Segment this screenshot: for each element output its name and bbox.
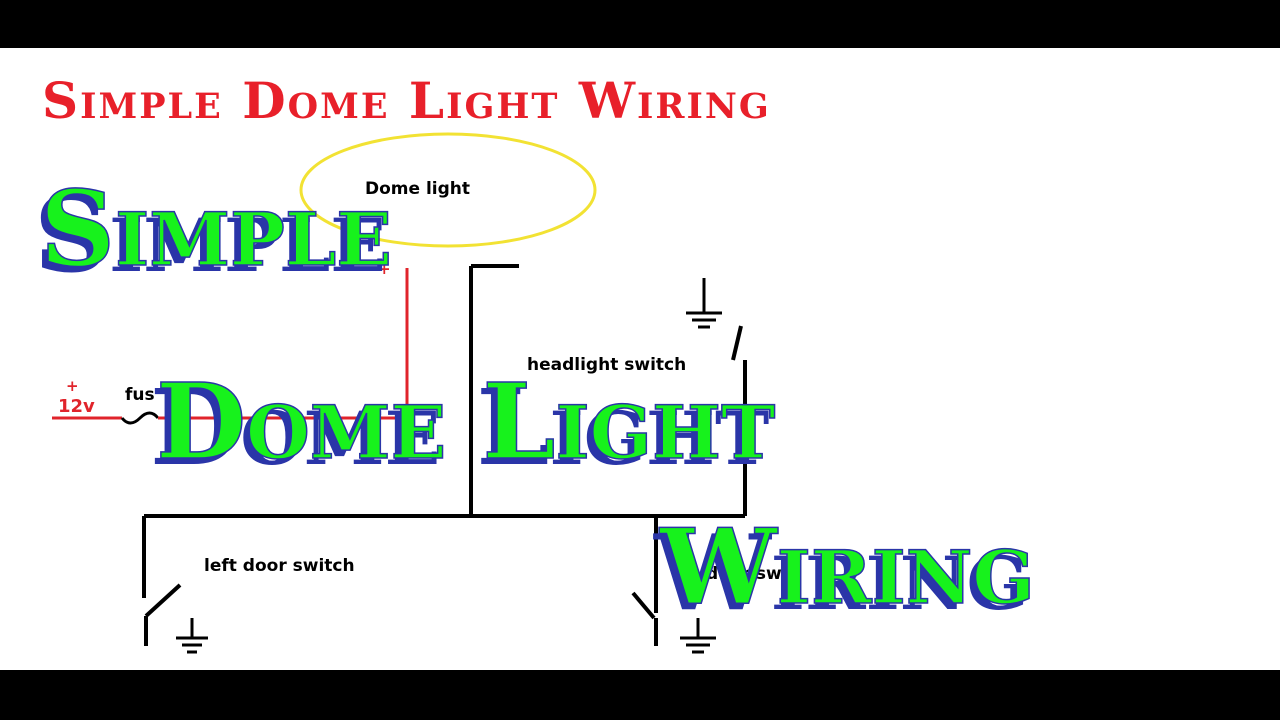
diagram-title: Simple Dome Light Wiring	[42, 71, 771, 130]
dome-light-label: Dome light	[365, 179, 470, 199]
power-wires	[52, 268, 409, 425]
dome-light-highlight	[299, 132, 597, 248]
ground-symbol-left-door	[176, 618, 208, 654]
power-plus-label: +	[66, 377, 79, 395]
ground-wires	[142, 264, 747, 646]
overlay-line3: Wiring	[659, 505, 1035, 628]
left-door-switch-label: left door switch	[204, 556, 355, 576]
voltage-label: 12v	[58, 396, 95, 417]
right-door-switch-label: door swit	[706, 564, 796, 584]
overlay-line2-shadow: Dome Light	[150, 366, 769, 489]
overlay-line3-shadow: Wiring	[653, 511, 1029, 634]
overlay-line1: Simple	[40, 167, 392, 290]
headlight-switch-lever	[731, 325, 743, 361]
dome-plus-label: +	[378, 260, 391, 278]
headlight-switch-label: headlight switch	[527, 355, 686, 375]
fuse-label: fus	[125, 385, 155, 405]
overlay-line2: Dome Light	[156, 360, 775, 483]
left-door-switch-lever	[144, 583, 182, 618]
ground-symbol-right-door	[680, 618, 716, 654]
fuse-symbol	[120, 411, 160, 425]
diagram-canvas: Dome light + + 12v fus headlight switch …	[0, 48, 1280, 670]
overlay-line1-shadow: Simple	[34, 173, 386, 296]
ground-symbol-headlight	[686, 278, 722, 329]
right-door-switch-lever	[631, 591, 656, 620]
wiring-diagram: Dome light + + 12v fus headlight switch …	[34, 71, 1036, 654]
